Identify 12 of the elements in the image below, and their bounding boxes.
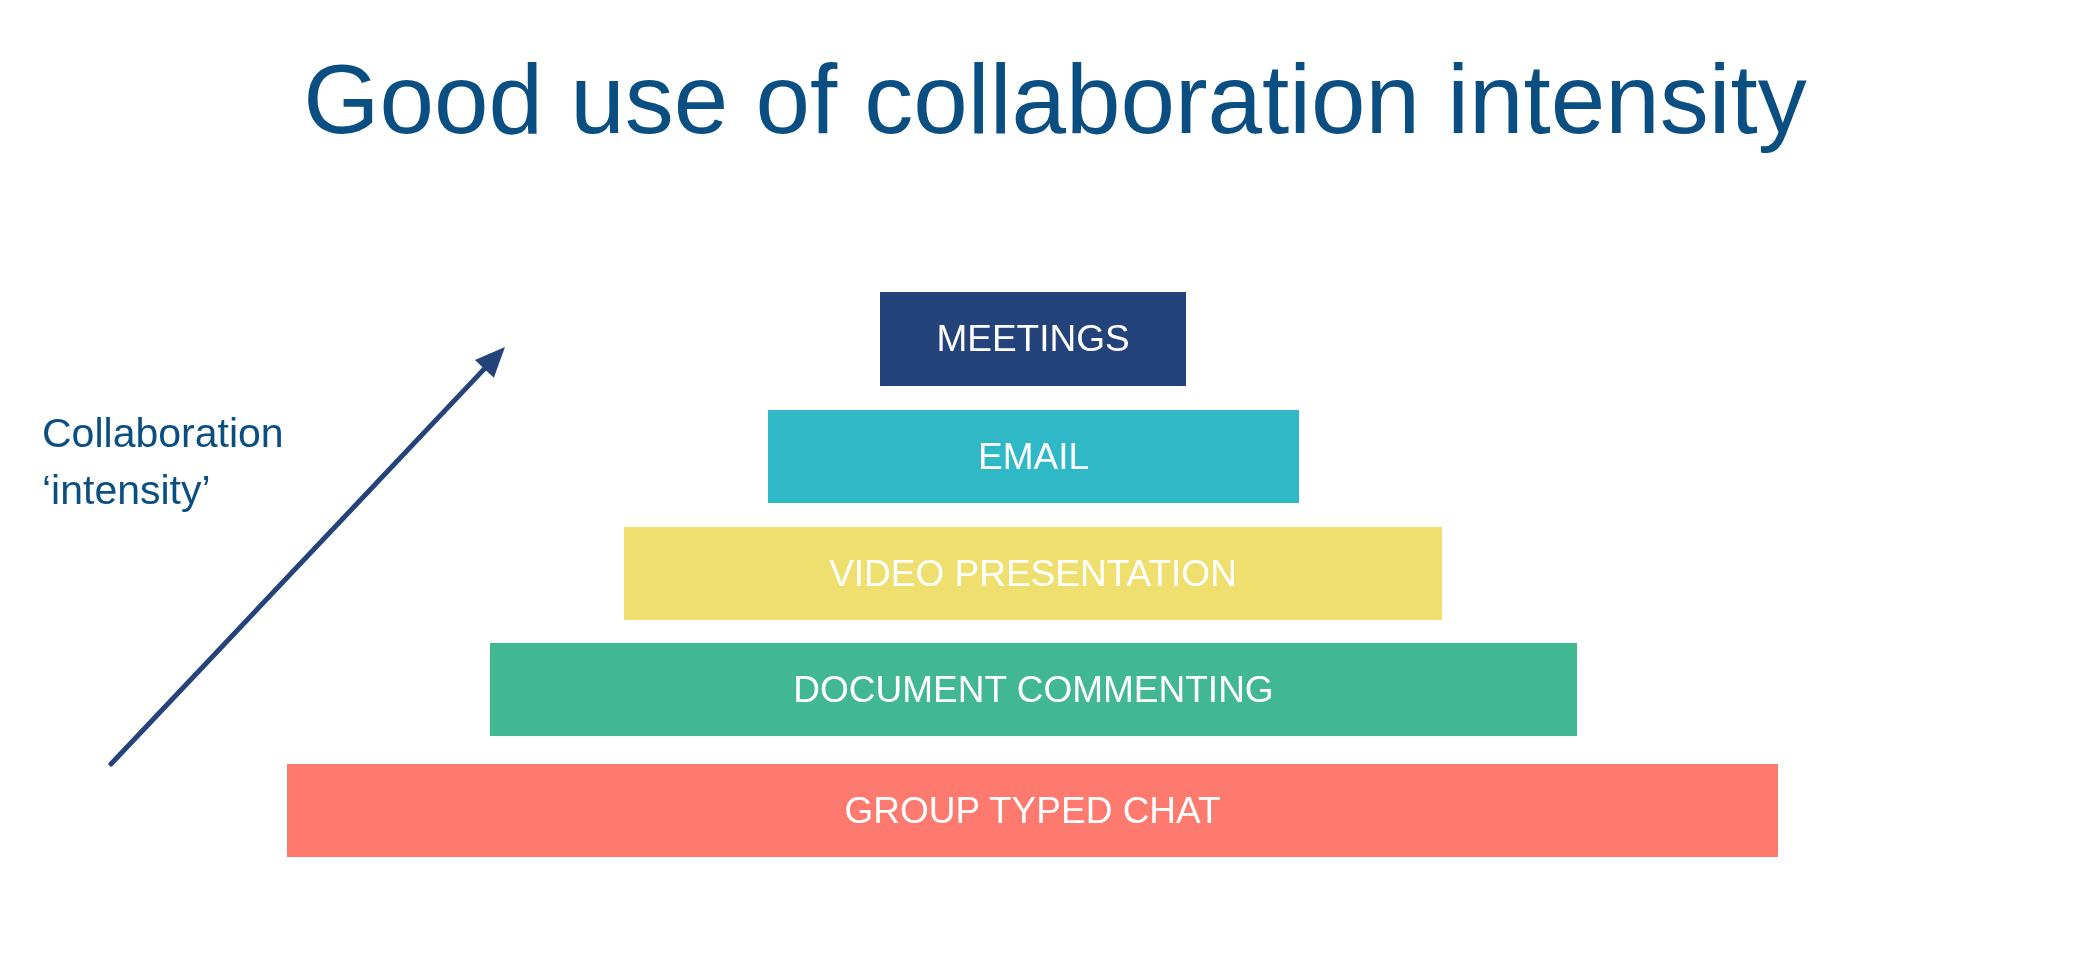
pyramid-layer: [768, 410, 1299, 503]
title: Good use of collaboration intensity: [303, 43, 1807, 156]
arrow-label: Collaboration ‘intensity’: [42, 409, 284, 515]
layer-label: EMAIL: [977, 435, 1089, 478]
pyramid-layer: [880, 292, 1186, 386]
layer-label: MEETINGS: [936, 318, 1130, 360]
pyramid-layer: [624, 527, 1442, 620]
pyramid-layer: [287, 764, 1778, 857]
layer-label: DOCUMENT COMMENTING: [793, 668, 1274, 711]
layer-label: GROUP TYPED CHAT: [844, 789, 1221, 832]
layer-label: VIDEO PRESENTATION: [829, 552, 1237, 595]
pyramid-layer: [490, 643, 1577, 736]
